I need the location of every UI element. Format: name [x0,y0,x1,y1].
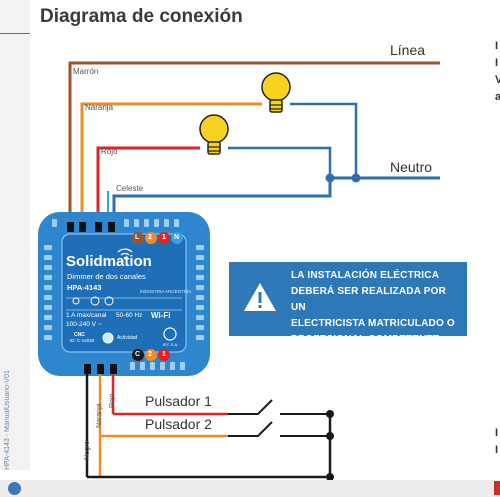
lightbulb-icon [199,114,229,155]
activity-led [102,332,114,344]
document-footer: HPA-4143 - ManualUsuario-V01 [4,370,11,470]
bottom-terminal-block [84,364,117,374]
warning-line: ELECTRICISTA MATRICULADO O [291,318,455,329]
terminal-badges-top [132,232,183,244]
lightbulb-icon [261,72,291,113]
device-origin: INDUSTRIA ARGENTINA [140,289,192,294]
cut-text: a [495,91,500,103]
device-cert: IEC S.A. [163,342,179,347]
cut-text: I [495,40,499,52]
device-brand: Solidmation [66,253,152,270]
label-neutro: Neutro [390,159,433,175]
junction-dot [326,473,334,481]
device-activity: Actividad [117,335,138,341]
warning-line: PROFESIONAL COMPETENTE. [291,334,443,345]
label-marron: Marrón [73,67,99,76]
cert-badge-icon [163,327,177,341]
warning-line: DEBERÁ SER REALIZADA POR UN [291,286,446,313]
label-pulsador-1: Pulsador 1 [145,393,212,409]
device-cnc: CNC [74,332,85,338]
junction-dot [325,173,335,183]
terminal-label-1: 1 [162,234,166,241]
page-marker [494,481,500,495]
bottom-bar [0,480,500,497]
top-terminal-block [67,222,115,232]
terminal-label-2: 2 [148,234,152,241]
page-title: Diagrama de conexión [40,6,243,27]
terminal-label-c: C [135,351,141,358]
right-column-cut-text: I I V a [495,38,500,108]
warning-line: LA INSTALACIÓN ELÉCTRICA [291,270,440,281]
logo-icon [8,482,21,495]
pushbutton-2-switch [228,421,330,437]
terminal-label-2b: 2 [148,351,152,358]
cut-text: I [495,57,499,69]
wire-linea [68,61,440,225]
terminal-label-n: N [174,234,180,241]
junction-dot [326,432,334,440]
wire-naranja [80,102,262,225]
cut-text: I [495,444,499,456]
label-rojo-bottom: Rojo [109,393,116,408]
warning-box: LA INSTALACIÓN ELÉCTRICA DEBERÁ SER REAL… [229,262,467,345]
wire-bulb2-return [228,146,332,178]
label-naranja-bottom: Naranja [96,403,103,428]
margin-rule [0,33,30,34]
warning-triangle-icon [244,283,276,311]
device-product: Dimmer de dos canales [67,272,146,281]
symbol-row [72,296,114,306]
terminal-label-1b: 1 [162,351,166,358]
wire-neutro [112,176,440,225]
device-spec-1: 1 A max/canal [66,312,107,319]
wifi-icon [117,248,133,260]
cut-text: V [495,74,500,86]
page-margin-strip [0,0,30,470]
label-negro: Negro [84,440,91,460]
wire-rojo [96,146,200,225]
device-cnc-id: ID: C-14040 [70,338,95,343]
cut-text: I [495,427,499,439]
wire-bulb1-return [290,102,358,178]
device-spec-2: 50-60 Hz [116,312,143,319]
junction-dot [351,173,361,183]
device-face [61,233,187,353]
terminal-label-l: L [135,234,140,241]
label-rojo: Rojo [101,147,118,156]
label-naranja: Naranja [85,103,114,112]
junction-dot [326,410,334,418]
device-model: HPA-4143 [67,283,102,292]
device-spec-3: 100-240 V ~ [66,321,102,328]
right-column-cut-text-bottom: I I [495,425,500,459]
terminal-badges-bottom [132,349,170,361]
device-wifi: Wi-Fi [151,311,171,320]
label-celeste: Celeste [116,184,144,193]
warning-text: LA INSTALACIÓN ELÉCTRICA DEBERÁ SER REAL… [291,268,463,348]
label-linea: Línea [390,42,426,58]
pushbutton-1-switch [228,399,330,415]
device-vents [44,219,204,370]
label-pulsador-2: Pulsador 2 [145,416,212,432]
